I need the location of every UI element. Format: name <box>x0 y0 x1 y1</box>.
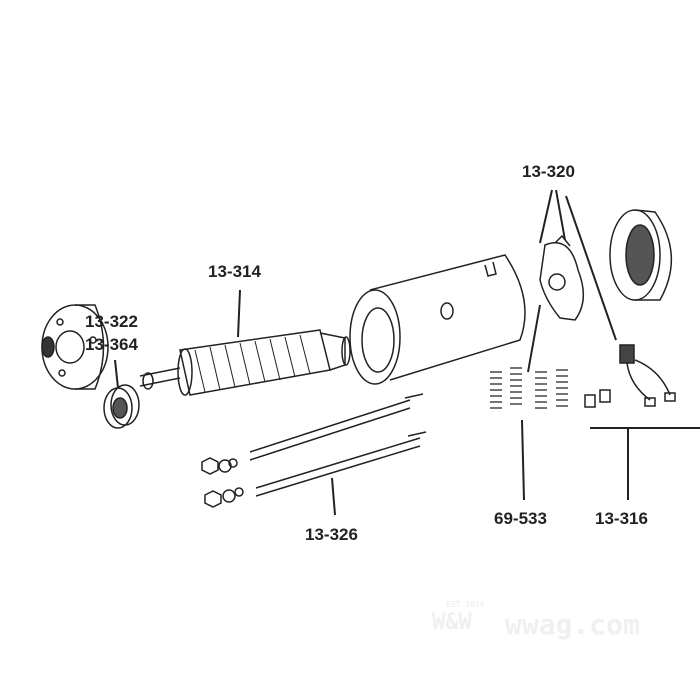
bearing <box>103 384 140 429</box>
end-plate <box>41 304 109 390</box>
watermark-brand: W&W <box>432 610 472 635</box>
through-bolts <box>201 393 427 508</box>
part-label-bearing-b: 13-364 <box>85 335 138 354</box>
watermark-est: EST 1979 <box>446 600 485 609</box>
part-label-springs: 69-533 <box>494 509 547 528</box>
end-cover <box>609 209 672 301</box>
springs <box>490 367 568 409</box>
part-label-bearing-a: 13-322 <box>85 312 138 331</box>
part-label-cover-plate: 13-320 <box>522 162 575 181</box>
watermark-site: wwag.com <box>505 608 640 641</box>
cover-plate <box>539 234 584 321</box>
starter-housing <box>349 254 526 385</box>
armature <box>139 329 351 396</box>
leader-lines <box>114 189 700 516</box>
part-label-armature: 13-314 <box>208 262 261 281</box>
part-label-through-bolts: 13-326 <box>305 525 358 544</box>
brush-set <box>584 344 676 408</box>
part-label-brushes: 13-316 <box>595 509 648 528</box>
